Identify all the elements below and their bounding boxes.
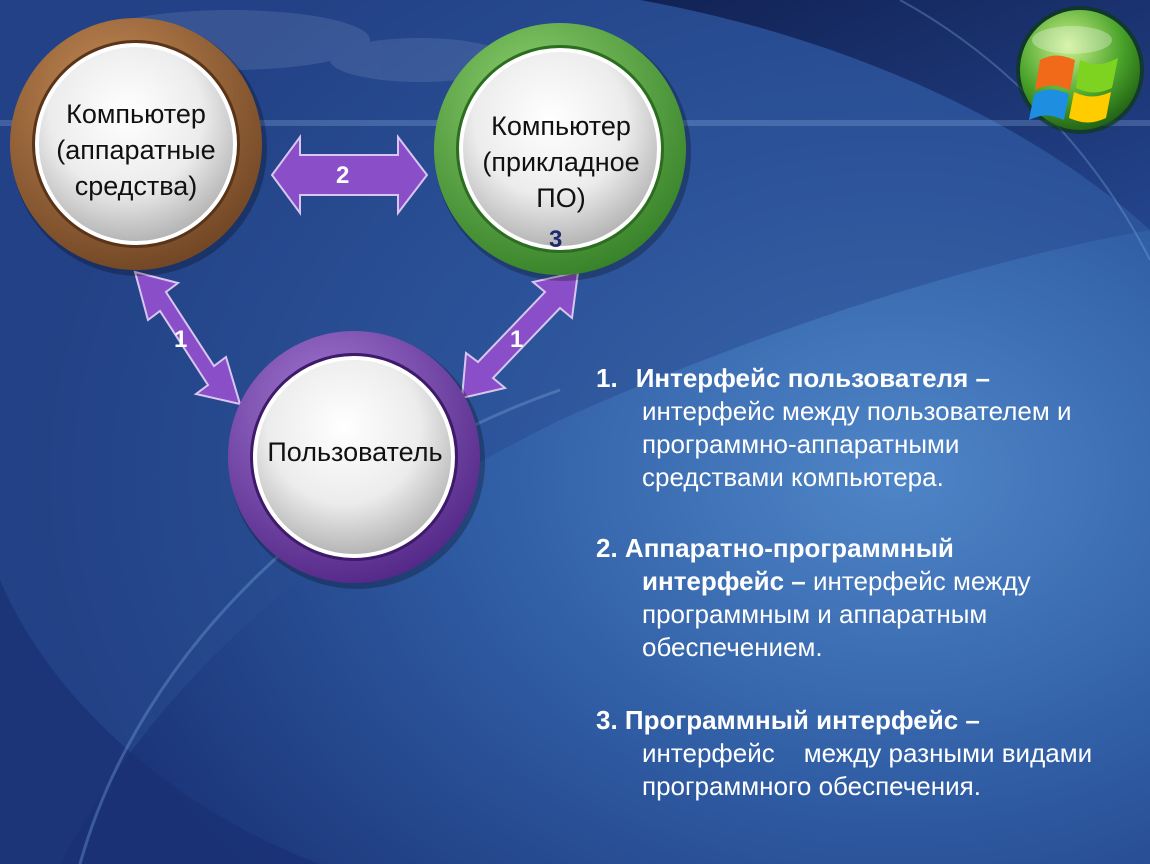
definition-1: 1. Интерфейс пользователя – интерфейс меж… — [596, 362, 1141, 494]
definition-1-line-3: средствами компьютера. — [642, 462, 944, 492]
software-label-line-2: (прикладное — [482, 147, 640, 177]
definition-2-line-2: обеспечением. — [642, 632, 823, 662]
definition-2-rest-line-2: интерфейс между — [805, 566, 1031, 596]
hardware-label-line-1: Компьютер — [66, 99, 206, 129]
software-node-label: Компьютер (прикладное ПО) — [456, 108, 666, 216]
windows-logo-icon — [1016, 6, 1144, 134]
definition-2-line-1: программным и аппаратным — [642, 599, 988, 629]
arrow-label-user-software: 1 — [510, 326, 524, 353]
definition-2-number: 2. — [596, 533, 618, 563]
software-label-line-3: ПО) — [536, 183, 586, 213]
definition-1-term: Интерфейс пользователя – — [635, 363, 990, 393]
definition-1-line-2: программно-аппаратными — [642, 429, 960, 459]
software-label-line-1: Компьютер — [491, 111, 631, 141]
definition-3-term: Программный интерфейс – — [624, 705, 980, 735]
definition-1-line-1: интерфейс между пользователем и — [642, 396, 1072, 426]
user-node-label: Пользователь — [267, 437, 443, 467]
hardware-label-line-2: (аппаратные — [56, 135, 216, 165]
arrow-hardware-software — [270, 133, 429, 217]
definition-2: 2. Аппаратно-программный интерфейс – инт… — [596, 532, 1141, 664]
node-software — [434, 23, 691, 281]
definition-2-term-line-2: интерфейс – — [642, 566, 806, 596]
arrow-label-user-hardware: 1 — [174, 326, 188, 353]
definition-3: 3. Программный интерфейс – интерфейс меж… — [596, 704, 1141, 803]
hardware-label-line-3: средства) — [74, 171, 198, 201]
definition-2-term-line-1: Аппаратно-программный — [624, 533, 954, 563]
arrow-label-hardware-software: 2 — [336, 162, 350, 189]
node-user — [228, 331, 485, 589]
definition-1-number: 1. — [596, 363, 618, 393]
definition-3-line-1: интерфейс между разными видами — [642, 738, 1093, 768]
software-node-badge: 3 — [549, 226, 563, 253]
definition-3-line-2: программного обеспечения. — [642, 771, 981, 801]
hardware-node-label: Компьютер (аппаратные средства) — [36, 96, 236, 204]
node-hardware — [10, 18, 267, 276]
definition-3-number: 3. — [596, 705, 618, 735]
